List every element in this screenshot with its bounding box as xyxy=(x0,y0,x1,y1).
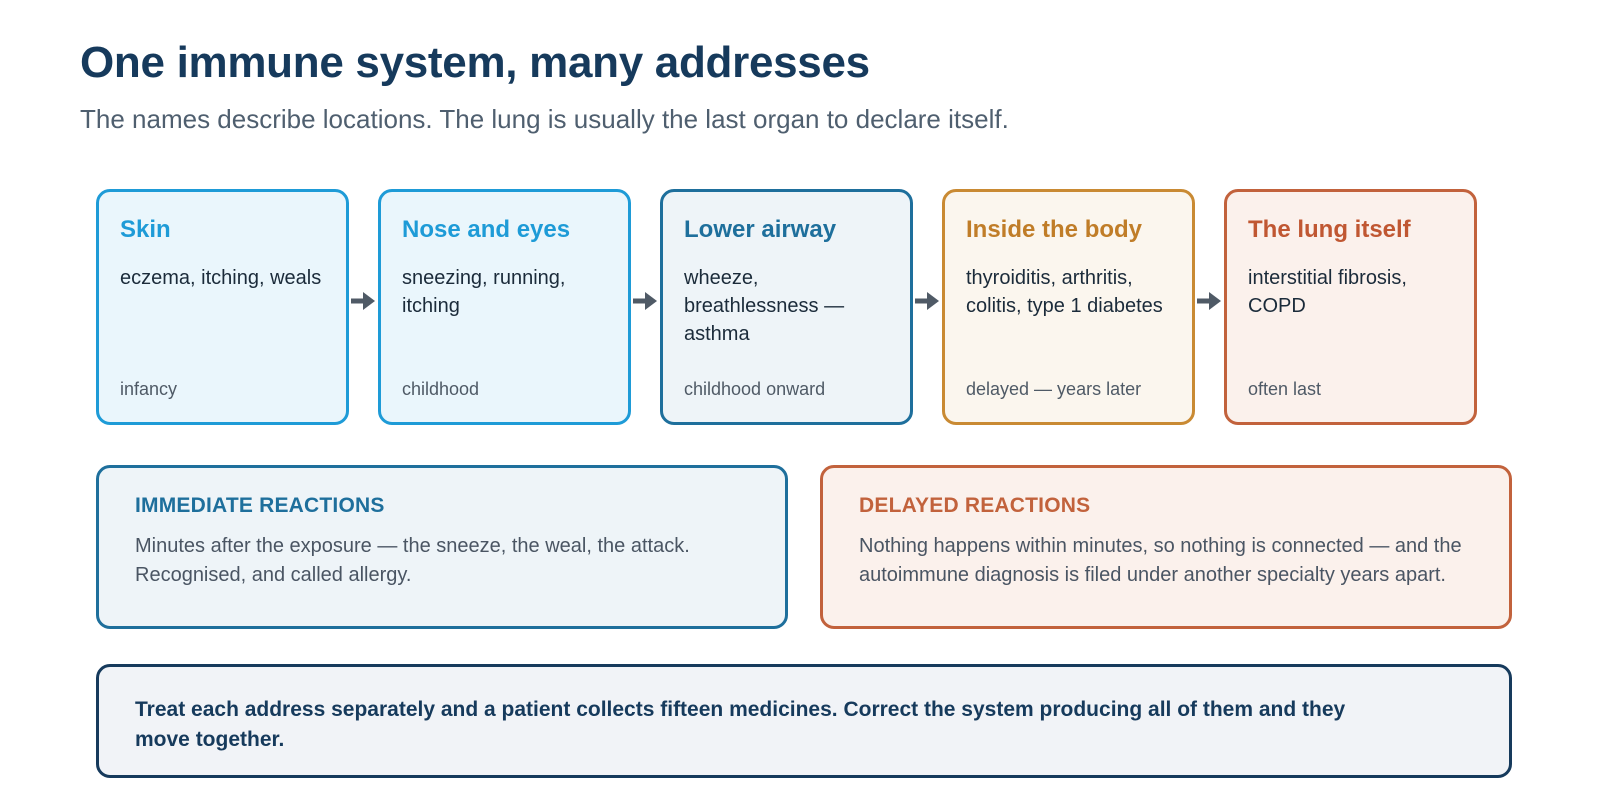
reaction-text: Nothing happens within minutes, so nothi… xyxy=(859,535,1462,586)
page-subtitle: The names describe locations. The lung i… xyxy=(80,104,1009,134)
stage-timing: childhood xyxy=(402,379,480,399)
reaction-title: DELAYED REACTIONS xyxy=(859,494,1091,517)
arrow-right-icon xyxy=(633,292,657,310)
stage-symptoms: eczema, itching, weals xyxy=(120,267,322,289)
stage-name: Inside the body xyxy=(966,216,1143,243)
stage-symptoms: thyroiditis, arthritis, colitis, type 1 … xyxy=(966,267,1163,317)
stage-name: Nose and eyes xyxy=(402,216,571,243)
stage-card-lower-airway: Lower airway wheeze, breathlessness — as… xyxy=(660,189,913,425)
arrow-right-icon xyxy=(915,292,939,310)
stage-timing: often last xyxy=(1248,379,1322,399)
arrow-right-icon xyxy=(1197,292,1221,310)
stage-symptoms: wheeze, breathlessness — asthma xyxy=(684,267,845,345)
stage-symptoms: interstitial fibrosis, COPD xyxy=(1248,267,1407,317)
arrow-right-icon xyxy=(351,292,375,310)
stage-card-skin: Skin eczema, itching, weals infancy xyxy=(96,189,349,425)
stage-symptoms: sneezing, running, itching xyxy=(402,267,566,317)
stage-timing: childhood onward xyxy=(684,379,826,399)
stage-timing: infancy xyxy=(120,379,178,399)
stage-name: The lung itself xyxy=(1248,216,1411,243)
stage-sequence: Skin eczema, itching, weals infancy Nose… xyxy=(96,189,1512,431)
immediate-reactions-panel: IMMEDIATE REACTIONS Minutes after the ex… xyxy=(96,465,788,629)
reaction-text: Minutes after the exposure — the sneeze,… xyxy=(135,535,690,586)
stage-card-nose-and-eyes: Nose and eyes sneezing, running, itching… xyxy=(378,189,631,425)
stage-card-the-lung-itself: The lung itself interstitial fibrosis, C… xyxy=(1224,189,1477,425)
page-title: One immune system, many addresses xyxy=(80,38,870,87)
stage-card-inside-the-body: Inside the body thyroiditis, arthritis, … xyxy=(942,189,1195,425)
stage-name: Lower airway xyxy=(684,216,837,243)
conclusion-panel: Treat each address separately and a pati… xyxy=(96,664,1512,778)
stage-timing: delayed — years later xyxy=(966,379,1142,399)
conclusion-text: Treat each address separately and a pati… xyxy=(135,698,1346,751)
stage-name: Skin xyxy=(120,216,171,243)
delayed-reactions-panel: DELAYED REACTIONS Nothing happens within… xyxy=(820,465,1512,629)
reaction-title: IMMEDIATE REACTIONS xyxy=(135,494,385,517)
